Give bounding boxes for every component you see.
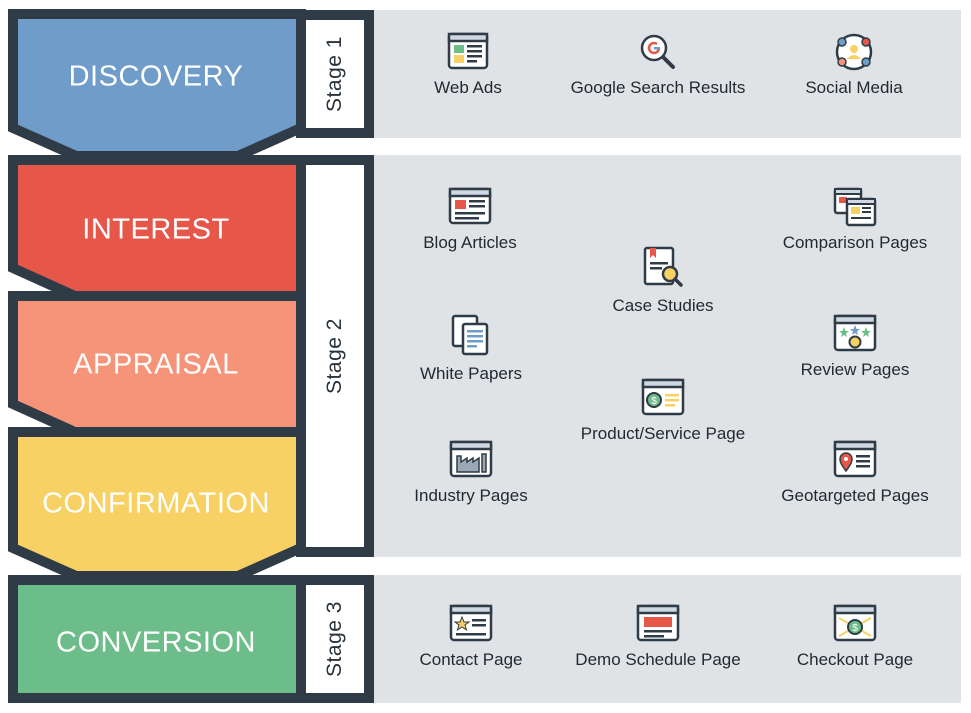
white-papers-item: White Papers <box>361 314 581 384</box>
checkout-page-item: $ Checkout Page <box>745 604 965 670</box>
interest-label: INTEREST <box>82 213 230 246</box>
social-media-label: Social Media <box>805 78 903 97</box>
contact-page-icon <box>449 604 493 642</box>
white-papers-label: White Papers <box>419 364 523 383</box>
stage2-label: Stage 2 <box>323 318 346 394</box>
comparison-pages-label: Comparison Pages <box>782 233 928 252</box>
web-ads-item: Web Ads <box>358 32 578 98</box>
stage1-label: Stage 1 <box>323 36 346 112</box>
conversion-segment <box>8 575 306 703</box>
web-ads-label: Web Ads <box>434 78 502 97</box>
social-media-item: Social Media <box>744 32 964 98</box>
demo-schedule-page-item: Demo Schedule Page <box>548 604 768 670</box>
appraisal-label: APPRAISAL <box>73 348 239 381</box>
review-pages-item: Review Pages <box>745 314 965 380</box>
geotargeted-pages-item: Geotargeted Pages <box>745 440 965 506</box>
industry-pages-icon <box>449 440 493 478</box>
white-papers-icon <box>451 314 489 356</box>
industry-pages-label: Industry Pages <box>414 486 528 505</box>
stage1-box: Stage 1 <box>306 20 364 128</box>
google-search-label: Google Search Results <box>570 78 746 97</box>
demo-schedule-page-label: Demo Schedule Page <box>575 650 741 669</box>
checkout-page-icon: $ <box>833 604 877 642</box>
conversion-label: CONVERSION <box>56 626 256 659</box>
stage2-box: Stage 2 <box>306 165 364 547</box>
stage3-box: Stage 3 <box>306 585 364 693</box>
google-search-icon <box>640 34 675 69</box>
discovery-label: DISCOVERY <box>68 60 244 93</box>
industry-pages-item: Industry Pages <box>361 440 581 506</box>
checkout-page-label: Checkout Page <box>796 650 914 669</box>
geotargeted-pages-icon <box>833 440 877 478</box>
stage1-panel <box>374 10 961 138</box>
web-ads-icon <box>447 32 489 70</box>
comparison-pages-icon <box>833 187 877 227</box>
product-service-page-icon: $ <box>641 378 685 416</box>
social-media-icon <box>835 33 873 71</box>
review-pages-label: Review Pages <box>800 360 910 379</box>
review-pages-icon <box>833 314 877 352</box>
case-studies-icon <box>643 246 683 287</box>
confirmation-label: CONFIRMATION <box>42 487 270 520</box>
contact-page-label: Contact Page <box>419 650 523 669</box>
svg-text:$: $ <box>852 623 858 634</box>
case-studies-label: Case Studies <box>612 296 714 315</box>
product-service-page-label: Product/Service Page <box>580 424 746 443</box>
demo-schedule-page-icon <box>636 604 680 642</box>
blog-articles-icon <box>448 187 492 225</box>
blog-articles-label: Blog Articles <box>423 233 517 252</box>
funnel-shapes <box>8 9 306 703</box>
product-service-page-item: $ Product/Service Page <box>553 378 773 444</box>
blog-articles-item: Blog Articles <box>360 187 580 253</box>
geotargeted-pages-label: Geotargeted Pages <box>781 486 929 505</box>
case-studies-item: Case Studies <box>553 246 773 316</box>
stage3-label: Stage 3 <box>323 601 346 677</box>
svg-text:$: $ <box>651 396 657 407</box>
comparison-pages-item: Comparison Pages <box>745 187 965 253</box>
google-search-item: Google Search Results <box>548 32 768 98</box>
contact-page-item: Contact Page <box>361 604 581 670</box>
